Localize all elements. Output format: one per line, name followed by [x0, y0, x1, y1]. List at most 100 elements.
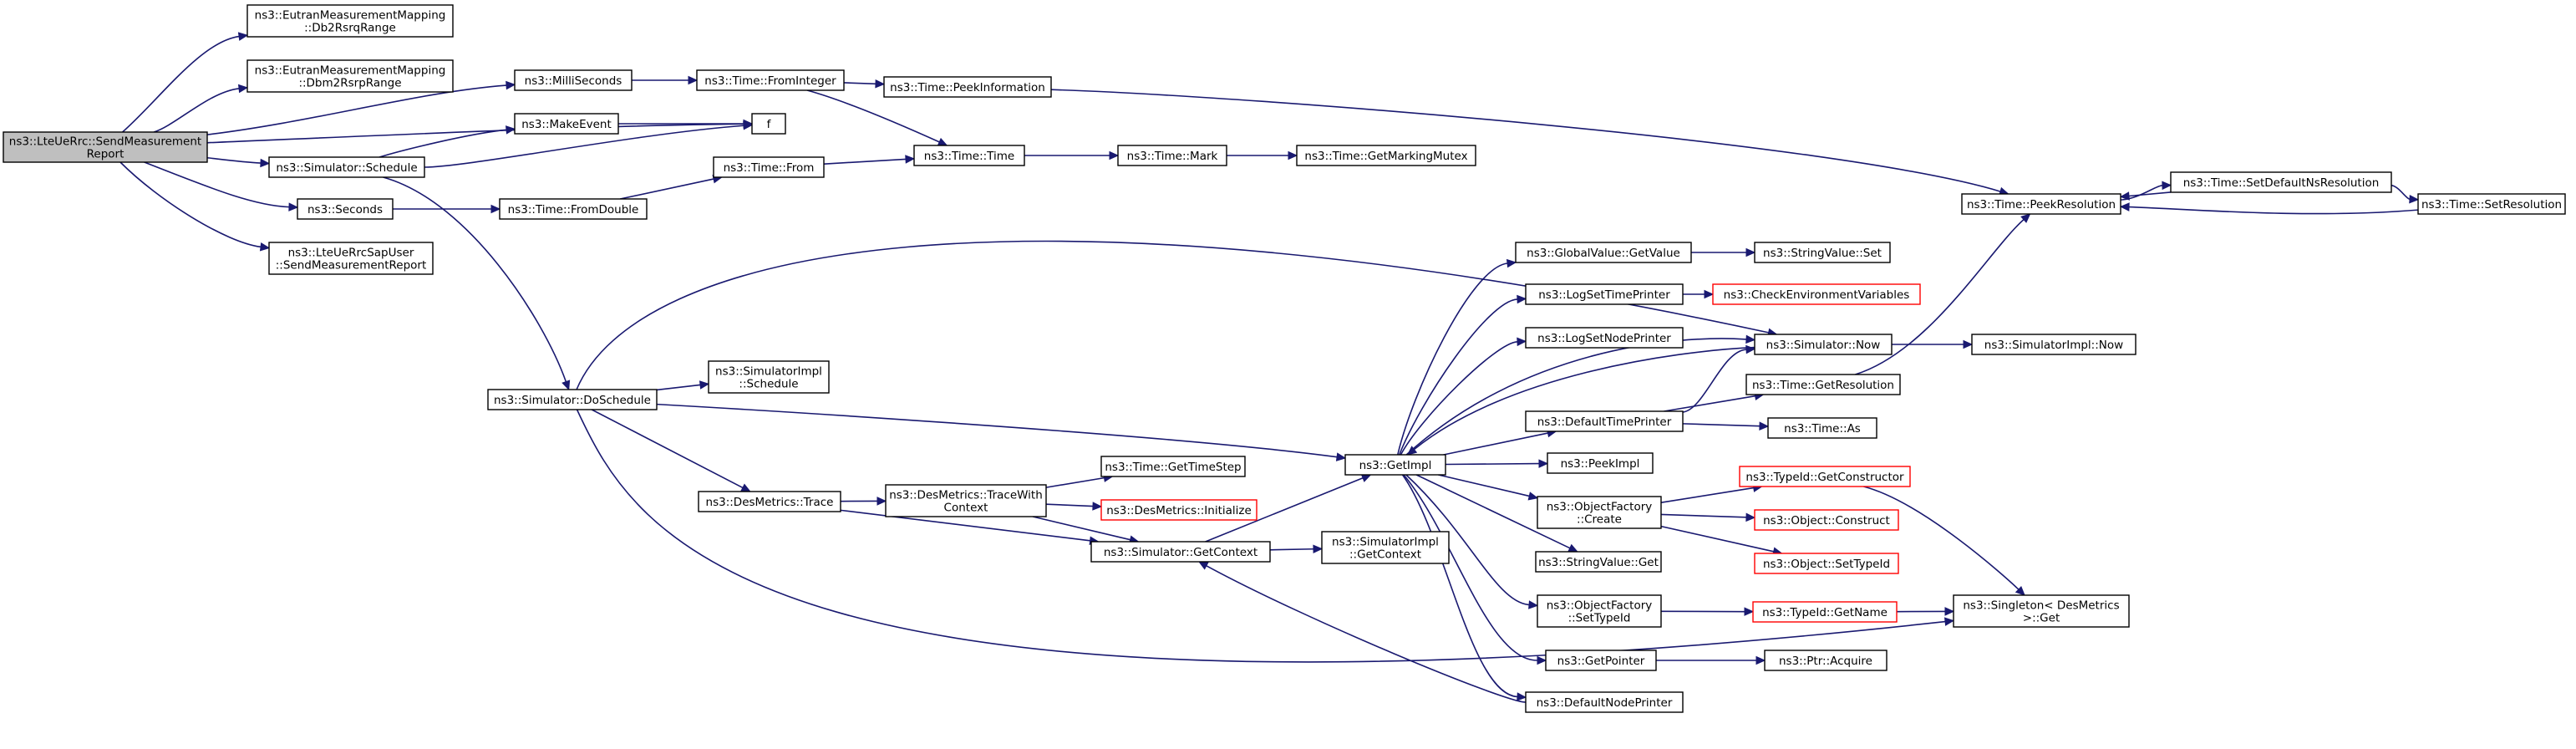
node-box[interactable]	[713, 156, 825, 178]
node-sapuser[interactable]: ns3::LteUeRrcSapUser::SendMeasurementRep…	[268, 242, 434, 275]
node-f[interactable]: f	[751, 113, 786, 135]
node-box[interactable]	[1545, 650, 1657, 671]
node-getcontext[interactable]: ns3::Simulator::GetContext	[1090, 541, 1271, 563]
node-box[interactable]	[514, 69, 633, 91]
node-setres[interactable]: ns3::Time::SetResolution	[2417, 193, 2566, 215]
node-box[interactable]	[698, 491, 841, 512]
node-box[interactable]	[1296, 145, 1476, 166]
node-box[interactable]	[1100, 456, 1246, 477]
node-box[interactable]	[1547, 452, 1654, 474]
node-box[interactable]	[1344, 454, 1446, 476]
node-box[interactable]	[1090, 541, 1271, 563]
node-box[interactable]	[1525, 691, 1684, 713]
node-gettimestep[interactable]: ns3::Time::GetTimeStep	[1100, 456, 1246, 477]
node-box[interactable]	[1739, 466, 1911, 487]
node-setdefaultns[interactable]: ns3::Time::SetDefaultNsResolution	[2170, 171, 2392, 193]
node-doschedule[interactable]: ns3::Simulator::DoSchedule	[487, 389, 658, 410]
node-box[interactable]	[1971, 334, 2137, 355]
node-box[interactable]	[1767, 417, 1877, 439]
node-singleton[interactable]: ns3::Singleton< DesMetrics >::Get	[1953, 594, 2130, 628]
node-gv_getvalue[interactable]: ns3::GlobalValue::GetValue	[1515, 242, 1692, 263]
node-peekres[interactable]: ns3::Time::PeekResolution	[1961, 193, 2121, 215]
node-defaulttime[interactable]: ns3::DefaultTimePrinter	[1525, 410, 1684, 432]
node-simimpl_schedule[interactable]: ns3::SimulatorImpl::Schedule	[708, 360, 830, 394]
node-markingmutex[interactable]: ns3::Time::GetMarkingMutex	[1296, 145, 1476, 166]
node-box[interactable]	[499, 198, 648, 220]
node-box[interactable]	[3, 131, 208, 163]
node-box[interactable]	[268, 156, 425, 178]
node-box[interactable]	[1961, 193, 2121, 215]
node-obj_settypeid[interactable]: ns3::Object::SetTypeId	[1754, 553, 1899, 574]
node-getpointer[interactable]: ns3::GetPointer	[1545, 650, 1657, 671]
node-db2rsrq[interactable]: ns3::EutranMeasurementMapping::Db2RsrqRa…	[246, 4, 454, 38]
node-sv_set[interactable]: ns3::StringValue::Set	[1754, 242, 1891, 263]
node-milliseconds[interactable]: ns3::MilliSeconds	[514, 69, 633, 91]
node-box[interactable]	[1764, 650, 1888, 671]
node-box[interactable]	[1525, 327, 1684, 349]
node-box[interactable]	[1537, 594, 1662, 628]
node-dbm2rsrp[interactable]: ns3::EutranMeasurementMapping::Dbm2RsrpR…	[246, 59, 454, 93]
node-time_mark[interactable]: ns3::Time::Mark	[1117, 145, 1227, 166]
node-box[interactable]	[1515, 242, 1692, 263]
node-dm_initialize[interactable]: ns3::DesMetrics::Initialize	[1100, 499, 1258, 521]
node-box[interactable]	[913, 145, 1025, 166]
node-box[interactable]	[1525, 283, 1684, 305]
node-box[interactable]	[1754, 334, 1893, 355]
node-getimpl[interactable]: ns3::GetImpl	[1344, 454, 1446, 476]
node-box[interactable]	[708, 360, 830, 394]
node-ptr_acquire[interactable]: ns3::Ptr::Acquire	[1764, 650, 1888, 671]
node-box[interactable]	[1712, 283, 1921, 305]
node-box[interactable]	[1535, 551, 1662, 573]
node-logsettime[interactable]: ns3::LogSetTimePrinter	[1525, 283, 1684, 305]
node-box[interactable]	[1754, 242, 1891, 263]
node-box[interactable]	[885, 484, 1047, 517]
node-makeevent[interactable]: ns3::MakeEvent	[514, 113, 619, 135]
node-of_create[interactable]: ns3::ObjectFactory::Create	[1537, 496, 1662, 529]
node-box[interactable]	[1537, 496, 1662, 529]
node-box[interactable]	[1754, 509, 1899, 531]
node-seconds[interactable]: ns3::Seconds	[297, 198, 394, 220]
node-box[interactable]	[1117, 145, 1227, 166]
node-box[interactable]	[751, 113, 786, 135]
node-time_as[interactable]: ns3::Time::As	[1767, 417, 1877, 439]
node-box[interactable]	[246, 59, 454, 93]
node-box[interactable]	[1525, 410, 1684, 432]
node-box[interactable]	[1953, 594, 2130, 628]
node-box[interactable]	[883, 76, 1052, 98]
node-fromint[interactable]: ns3::Time::FromInteger	[696, 69, 845, 91]
node-box[interactable]	[514, 113, 619, 135]
node-root[interactable]: ns3::LteUeRrc::SendMeasurementReport	[3, 131, 208, 163]
node-of_settypeid[interactable]: ns3::ObjectFactory::SetTypeId	[1537, 594, 1662, 628]
node-simimpl_now[interactable]: ns3::SimulatorImpl::Now	[1971, 334, 2137, 355]
node-sv_get[interactable]: ns3::StringValue::Get	[1535, 551, 1662, 573]
node-box[interactable]	[487, 389, 658, 410]
node-box[interactable]	[1754, 553, 1899, 574]
node-box[interactable]	[1752, 601, 1898, 623]
node-time_time[interactable]: ns3::Time::Time	[913, 145, 1025, 166]
node-defaultnode[interactable]: ns3::DefaultNodePrinter	[1525, 691, 1684, 713]
node-box[interactable]	[1100, 499, 1258, 521]
node-box[interactable]	[2417, 193, 2566, 215]
node-box[interactable]	[2170, 171, 2392, 193]
node-getname[interactable]: ns3::TypeId::GetName	[1752, 601, 1898, 623]
node-simimpl_getctx[interactable]: ns3::SimulatorImpl::GetContext	[1321, 531, 1450, 564]
node-box[interactable]	[1745, 374, 1901, 395]
node-peekinfo[interactable]: ns3::Time::PeekInformation	[883, 76, 1052, 98]
node-desmetrics_trace[interactable]: ns3::DesMetrics::Trace	[698, 491, 841, 512]
node-getconstructor[interactable]: ns3::TypeId::GetConstructor	[1739, 466, 1911, 487]
node-sim_now[interactable]: ns3::Simulator::Now	[1754, 334, 1893, 355]
node-box[interactable]	[297, 198, 394, 220]
node-obj_construct[interactable]: ns3::Object::Construct	[1754, 509, 1899, 531]
node-getres[interactable]: ns3::Time::GetResolution	[1745, 374, 1901, 395]
node-box[interactable]	[246, 4, 454, 38]
node-peekimpl[interactable]: ns3::PeekImpl	[1547, 452, 1654, 474]
node-logsetnode[interactable]: ns3::LogSetNodePrinter	[1525, 327, 1684, 349]
node-fromdouble[interactable]: ns3::Time::FromDouble	[499, 198, 648, 220]
node-box[interactable]	[1321, 531, 1450, 564]
node-time_from[interactable]: ns3::Time::From	[713, 156, 825, 178]
node-box[interactable]	[268, 242, 434, 275]
node-checkenv[interactable]: ns3::CheckEnvironmentVariables	[1712, 283, 1921, 305]
node-box[interactable]	[696, 69, 845, 91]
node-sim_schedule[interactable]: ns3::Simulator::Schedule	[268, 156, 425, 178]
